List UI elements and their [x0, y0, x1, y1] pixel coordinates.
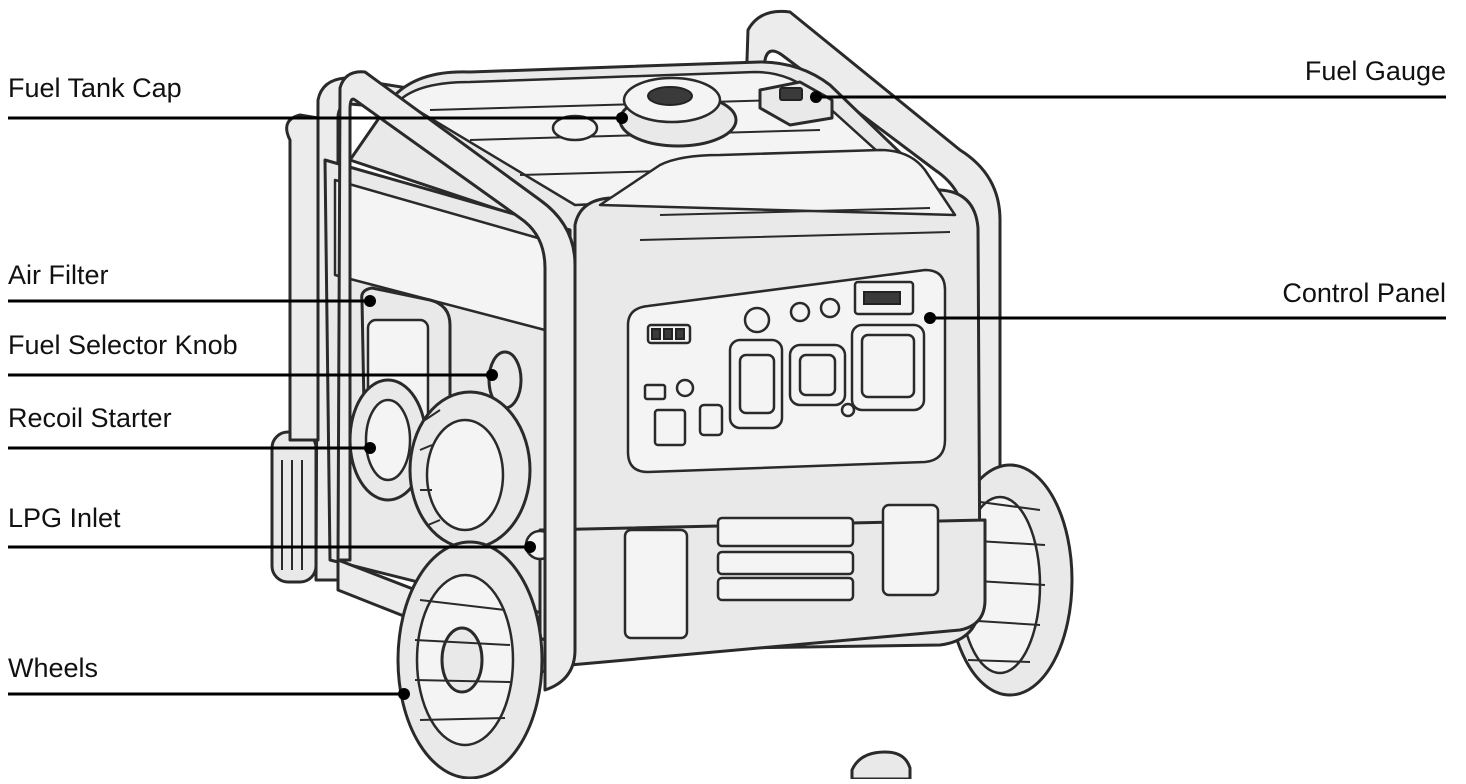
callout-air-filter: Air Filter [8, 260, 376, 307]
label-fuel-selector-knob: Fuel Selector Knob [8, 330, 238, 360]
handle-grip [270, 113, 320, 584]
callout-fuel-tank-cap: Fuel Tank Cap [8, 73, 628, 124]
label-wheels: Wheels [8, 653, 98, 683]
control-panel-illustration [626, 268, 947, 474]
label-fuel-tank-cap: Fuel Tank Cap [8, 73, 182, 103]
label-recoil-starter: Recoil Starter [8, 403, 172, 433]
generator-illustration [270, 9, 1074, 781]
label-fuel-gauge: Fuel Gauge [1305, 56, 1446, 86]
fuel-cap-illustration [551, 76, 738, 148]
front-wheel [396, 540, 544, 780]
engine-fan [408, 390, 532, 550]
callout-fuel-gauge: Fuel Gauge [810, 56, 1446, 103]
accessory-partial [850, 750, 912, 781]
label-control-panel: Control Panel [1282, 278, 1446, 308]
callout-lpg-inlet: LPG Inlet [8, 503, 536, 553]
callout-recoil-starter: Recoil Starter [8, 403, 376, 454]
callout-wheels: Wheels [8, 653, 410, 700]
callout-control-panel: Control Panel [924, 278, 1446, 324]
label-lpg-inlet: LPG Inlet [8, 503, 121, 533]
callout-fuel-selector-knob: Fuel Selector Knob [8, 330, 498, 381]
label-air-filter: Air Filter [8, 260, 109, 290]
